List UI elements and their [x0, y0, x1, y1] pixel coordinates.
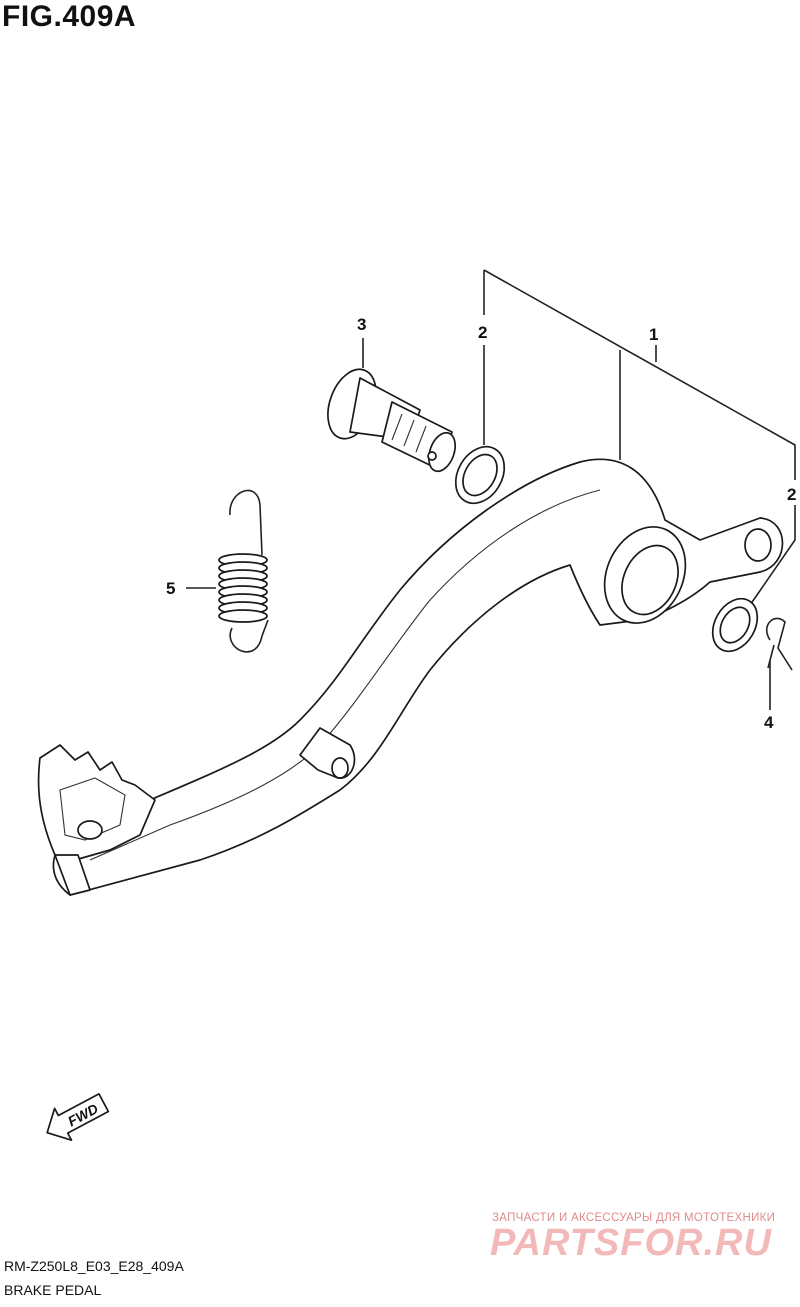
callout-2-upper: 2: [478, 323, 487, 342]
callout-2-right: 2: [787, 485, 796, 504]
callout-4: 4: [764, 713, 774, 732]
cotter-pin: [765, 617, 793, 671]
brake-pedal-arm: [37, 458, 784, 896]
callout-1: 1: [649, 325, 658, 344]
fwd-arrow-icon: FWD: [46, 1092, 110, 1142]
pivot-bolt: [327, 368, 457, 473]
diagram-name: BRAKE PEDAL: [4, 1282, 102, 1298]
watermark-logo: PARTSFOR.RU: [490, 1222, 772, 1264]
leader-lines: [186, 269, 796, 710]
washer-upper: [454, 445, 506, 505]
return-spring: [218, 489, 269, 653]
washer-lower: [711, 597, 759, 653]
watermark-caption: ЗАПЧАСТИ И АКСЕССУАРЫ ДЛЯ МОТОТЕХНИКИ: [492, 1212, 776, 1224]
callout-3: 3: [357, 315, 366, 334]
callout-5: 5: [166, 579, 175, 598]
figure-title: FIG.409A: [2, 0, 137, 33]
diagram-code: RM-Z250L8_E03_E28_409A: [4, 1258, 184, 1274]
